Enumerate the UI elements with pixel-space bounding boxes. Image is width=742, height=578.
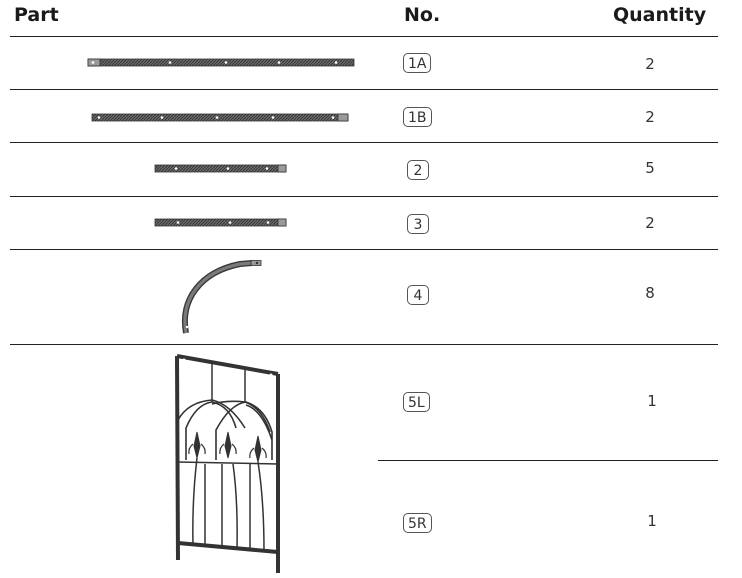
header-quantity: Quantity	[613, 4, 707, 26]
row-divider	[10, 142, 718, 143]
short-bar-icon	[154, 164, 287, 173]
long-bar-icon	[91, 113, 349, 122]
long-bar-icon	[87, 58, 355, 67]
header-divider	[10, 36, 718, 37]
part-number-badge: 4	[407, 285, 429, 305]
part-number-badge: 5R	[403, 513, 432, 533]
quantity-value: 8	[645, 284, 655, 302]
row-divider	[10, 344, 718, 345]
part-number-badge: 2	[407, 160, 429, 180]
quantity-value: 2	[645, 55, 655, 73]
row-divider	[10, 196, 718, 197]
short-bar-icon	[154, 218, 287, 227]
header-part: Part	[14, 4, 59, 26]
row-divider-partial	[378, 460, 718, 461]
quantity-value: 5	[645, 159, 655, 177]
part-number-badge: 1A	[403, 53, 432, 73]
quantity-value: 1	[647, 392, 657, 410]
curved-arch-icon	[182, 260, 262, 334]
part-number-badge: 5L	[403, 392, 430, 412]
gate-panel-icon	[175, 354, 280, 573]
header-no: No.	[404, 4, 441, 26]
row-divider	[10, 249, 718, 250]
part-number-badge: 3	[407, 214, 429, 234]
quantity-value: 2	[645, 214, 655, 232]
part-number-badge: 1B	[403, 107, 432, 127]
quantity-value: 1	[647, 512, 657, 530]
quantity-value: 2	[645, 108, 655, 126]
row-divider	[10, 89, 718, 90]
